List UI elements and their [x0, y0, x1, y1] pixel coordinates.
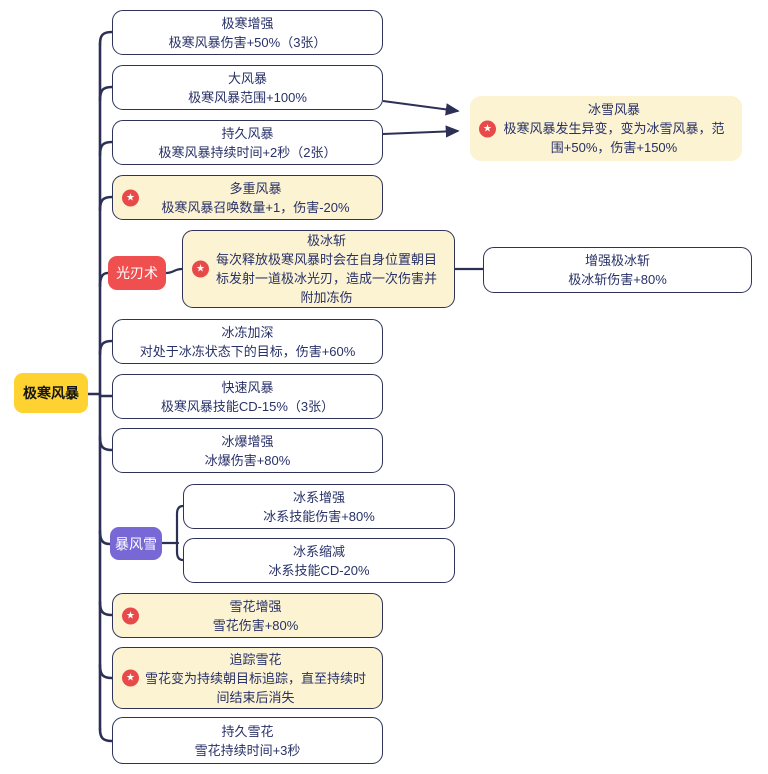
skill-node-bingxi-suojian[interactable]: 冰系缩减 冰系技能CD-20% [183, 538, 455, 583]
node-desc: 冰爆伤害+80% [204, 452, 291, 468]
star-icon: ★ [122, 189, 139, 206]
node-desc: 极寒风暴范围+100% [188, 89, 307, 105]
skill-node-chijiu-fengbao[interactable]: 持久风暴 极寒风暴持续时间+2秒（2张） [112, 120, 383, 165]
star-icon: ★ [192, 260, 209, 278]
node-title: 大风暴 [227, 70, 267, 86]
node-title: 极寒增强 [221, 15, 274, 31]
skill-node-duochong-fengbao[interactable]: ★ 多重风暴 极寒风暴召唤数量+1，伤害-20% [112, 175, 383, 220]
node-desc: 极寒风暴召唤数量+1，伤害-20% [161, 199, 350, 215]
branch-node-guangrenshu[interactable]: 光刃术 [108, 256, 166, 290]
skill-node-bingxi-zengqiang[interactable]: 冰系增强 冰系技能伤害+80% [183, 484, 455, 529]
star-icon: ★ [122, 607, 139, 624]
node-title: 增强极冰斩 [584, 253, 650, 268]
skill-node-bingxue-fengbao[interactable]: ★ 冰雪风暴 极寒风暴发生异变，变为冰雪风暴，范围+50%，伤害+150% [470, 96, 742, 161]
node-desc: 雪花伤害+80% [212, 617, 299, 633]
node-desc: 极寒风暴发生异变，变为冰雪风暴，范围+50%，伤害+150% [503, 121, 725, 155]
node-title: 雪花增强 [229, 598, 282, 614]
skill-node-da-fengbao[interactable]: 大风暴 极寒风暴范围+100% [112, 65, 383, 110]
node-desc: 冰系技能CD-20% [268, 562, 370, 578]
node-title: 冰冻加深 [221, 324, 274, 340]
node-desc: 极冰斩伤害+80% [568, 272, 667, 287]
node-desc: 对处于冰冻状态下的目标，伤害+60% [139, 343, 356, 359]
root-node-jihanfengbao[interactable]: 极寒风暴 [14, 373, 88, 413]
star-icon: ★ [122, 669, 139, 687]
skill-node-bingdong-jiashen[interactable]: 冰冻加深 对处于冰冻状态下的目标，伤害+60% [112, 319, 383, 364]
node-title: 冰系增强 [292, 489, 345, 505]
node-title: 极冰斩 [306, 233, 346, 248]
node-desc: 极寒风暴伤害+50%（3张） [168, 34, 327, 50]
node-title: 快速风暴 [221, 379, 274, 395]
skill-node-bingbao-zengqiang[interactable]: 冰爆增强 冰爆伤害+80% [112, 428, 383, 473]
node-title: 持久风暴 [221, 125, 274, 141]
node-desc: 雪花变为持续朝目标追踪，直至持续时间结束后消失 [144, 670, 366, 705]
node-title: 冰雪风暴 [587, 102, 640, 117]
branch-label: 暴风雪 [115, 535, 157, 552]
star-icon: ★ [479, 120, 496, 137]
node-desc: 每次释放极寒风暴时会在自身位置朝目标发射一道极冰光刃，造成一次伤害并附加冻伤 [215, 252, 437, 305]
skill-node-chijiu-xuehua[interactable]: 持久雪花 雪花持续时间+3秒 [112, 717, 383, 764]
skill-node-zhuizong-xuehua[interactable]: ★ 追踪雪花 雪花变为持续朝目标追踪，直至持续时间结束后消失 [112, 647, 383, 709]
skill-node-xuehua-zengqiang[interactable]: ★ 雪花增强 雪花伤害+80% [112, 593, 383, 638]
root-label: 极寒风暴 [23, 385, 79, 401]
node-title: 持久雪花 [221, 723, 274, 739]
node-desc: 极寒风暴技能CD-15%（3张） [160, 398, 335, 414]
skill-node-jibing-zhan[interactable]: ★ 极冰斩 每次释放极寒风暴时会在自身位置朝目标发射一道极冰光刃，造成一次伤害并… [182, 230, 455, 308]
node-desc: 极寒风暴持续时间+2秒（2张） [158, 144, 337, 160]
node-title: 多重风暴 [229, 180, 282, 196]
node-title: 追踪雪花 [229, 651, 282, 667]
skill-node-zengqiang-jibingzhan[interactable]: 增强极冰斩 极冰斩伤害+80% [483, 247, 752, 293]
node-desc: 冰系技能伤害+80% [263, 508, 375, 524]
branch-node-baofengxue[interactable]: 暴风雪 [110, 527, 162, 560]
skill-node-kuaisu-fengbao[interactable]: 快速风暴 极寒风暴技能CD-15%（3张） [112, 374, 383, 419]
skill-node-jihan-zengqiang[interactable]: 极寒增强 极寒风暴伤害+50%（3张） [112, 10, 383, 55]
node-desc: 雪花持续时间+3秒 [194, 742, 301, 758]
node-title: 冰系缩减 [292, 543, 345, 559]
branch-label: 光刃术 [116, 265, 158, 281]
node-title: 冰爆增强 [221, 433, 274, 449]
